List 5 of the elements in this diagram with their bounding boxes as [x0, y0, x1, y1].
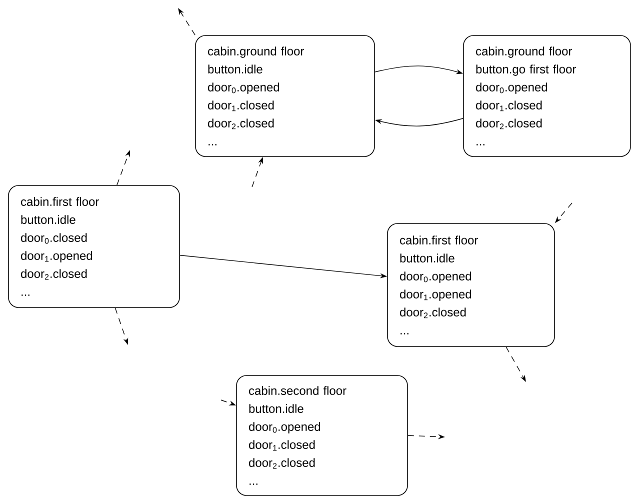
state-box: cabin.ground floor button.go first floor door$_{0}$.opened door$_{1}$.closed door$_{2}$.closed ... — [463, 35, 631, 157]
state-box: cabin.first floor button.idle door$_{0}$.opened door$_{1}$.opened door$_{2}$.closed ... — [387, 223, 555, 347]
state-box: cabin.ground floor button.idle door$_{0}$.opened door$_{1}$.closed door$_{2}$.closed ... — [195, 35, 375, 157]
state-box: cabin.first floor button.idle door$_{0}$.closed door$_{1}$.opened door$_{2}$.closed ... — [8, 185, 180, 308]
state-box: cabin.second floor button.idle door$_{0}$.opened door$_{1}$.closed door$_{2}$.closed ... — [236, 375, 408, 496]
